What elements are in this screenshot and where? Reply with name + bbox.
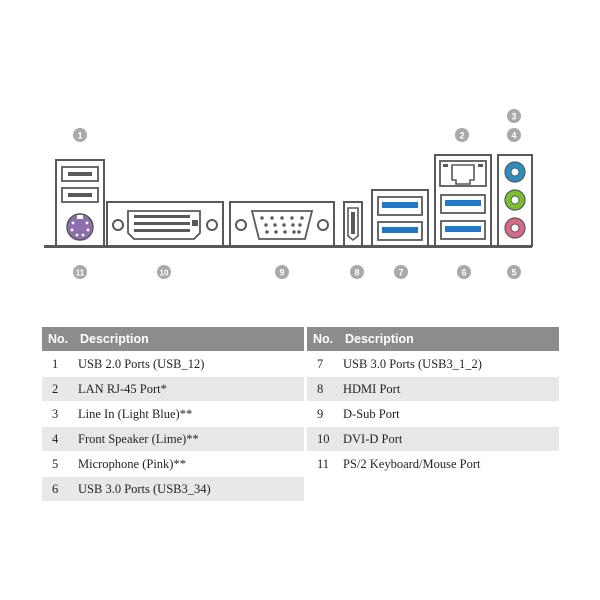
row-description: Microphone (Pink)** — [74, 451, 304, 477]
row-description: HDMI Port — [339, 376, 559, 402]
ps2-port — [66, 213, 94, 241]
row-description: USB 3.0 Ports (USB3_34) — [74, 476, 304, 502]
callout-badge-3 — [507, 109, 521, 123]
callout-6: 6 — [461, 268, 466, 278]
callout-11: 11 — [76, 269, 85, 278]
callout-8: 8 — [354, 268, 359, 278]
callout-badge-1 — [73, 128, 87, 142]
callout-3: 3 — [511, 112, 516, 122]
lan-port — [439, 160, 487, 187]
callout-10: 10 — [160, 269, 169, 278]
callout-5: 5 — [511, 268, 516, 278]
header-description: Description — [74, 327, 304, 352]
header-description: Description — [339, 327, 559, 352]
row-no: 11 — [307, 451, 339, 477]
callout-badge-10 — [157, 265, 171, 279]
row-no: 8 — [307, 376, 339, 402]
callout-badge-8 — [350, 265, 364, 279]
row-description: USB 3.0 Ports (USB3_1_2) — [339, 351, 559, 377]
row-description: USB 2.0 Ports (USB_12) — [74, 351, 304, 377]
callout-1: 1 — [77, 131, 82, 141]
callout-badge-4 — [507, 128, 521, 142]
row-no: 3 — [42, 401, 74, 427]
row-description: DVI-D Port — [339, 426, 559, 452]
io-panel-diagram: 1 2 3 4 11 10 9 8 7 6 5 — [44, 109, 533, 279]
audio-jacks — [497, 154, 533, 247]
row-no: 5 — [42, 451, 74, 477]
header-no: No. — [307, 327, 339, 352]
row-description: D-Sub Port — [339, 401, 559, 427]
callout-badge-7 — [394, 265, 408, 279]
hdmi-port — [343, 201, 363, 247]
row-no: 7 — [307, 351, 339, 377]
row-no: 2 — [42, 376, 74, 402]
table-header-row: No. Description — [307, 327, 559, 352]
usb3-ports-1-2 — [371, 189, 429, 247]
callout-7: 7 — [398, 268, 403, 278]
row-description: PS/2 Keyboard/Mouse Port — [339, 451, 559, 477]
dvi-d-port — [106, 201, 224, 247]
row-no: 9 — [307, 401, 339, 427]
lan-usb3-stack — [434, 154, 492, 247]
callout-badge-6 — [457, 265, 471, 279]
callout-badge-2 — [455, 128, 469, 142]
callout-badge-9 — [275, 265, 289, 279]
row-no: 6 — [42, 476, 74, 502]
d-sub-port — [229, 201, 335, 247]
row-description: Front Speaker (Lime)** — [74, 426, 304, 452]
row-description: LAN RJ-45 Port* — [74, 376, 304, 402]
callout-badge-11 — [73, 265, 87, 279]
row-no: 1 — [42, 351, 74, 377]
table-header-row: No. Description — [42, 327, 304, 352]
usb2-ps2-stack — [55, 159, 105, 247]
header-no: No. — [42, 327, 74, 352]
callout-4: 4 — [511, 131, 516, 141]
row-description: Line In (Light Blue)** — [74, 401, 304, 427]
row-no: 4 — [42, 426, 74, 452]
row-no: 10 — [307, 426, 339, 452]
callout-9: 9 — [279, 268, 284, 278]
callout-badge-5 — [507, 265, 521, 279]
callout-2: 2 — [459, 131, 464, 141]
